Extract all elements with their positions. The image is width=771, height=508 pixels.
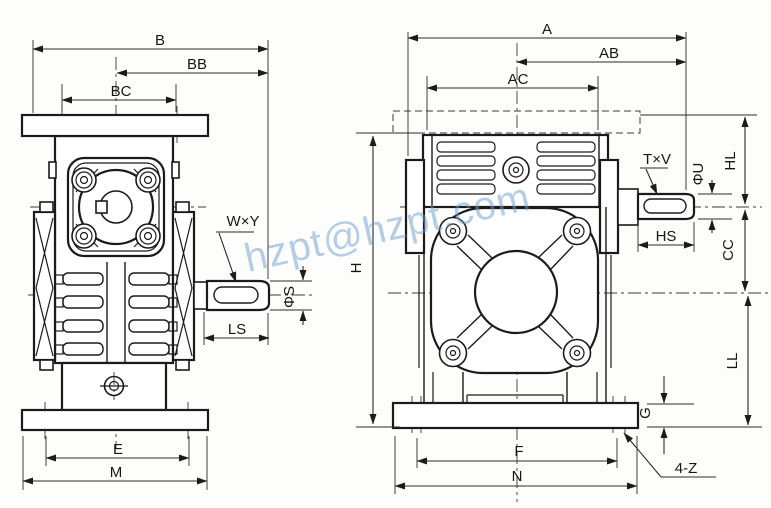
dim-label-txv: T×V: [643, 151, 671, 168]
dim-label-hl: HL: [722, 151, 739, 170]
output-shaft: [193, 279, 271, 312]
dim-label-f: F: [514, 443, 523, 460]
side-top-block: [421, 133, 610, 209]
side-base: [391, 401, 640, 430]
side-housing-face: [429, 206, 600, 375]
dim-label-4z: 4-Z: [675, 460, 698, 477]
side-lower-support: [462, 372, 568, 403]
dim-label-h: H: [348, 263, 365, 274]
dim-label-e: E: [113, 441, 123, 458]
side-edge-plates: [404, 158, 620, 403]
front-dimensions: B BB BC W×Y ΦS LS E M: [22, 32, 312, 490]
dim-label-hs: HS: [656, 228, 677, 245]
output-shaft-keyway: [213, 286, 259, 304]
front-plate-bolts: [71, 167, 161, 249]
dim-label-m: M: [110, 464, 123, 481]
front-view: B BB BC W×Y ΦS LS E M: [20, 32, 312, 490]
output-bore-keyway: [95, 200, 108, 214]
side-view: A AB AC T×V ΦU HL HS CC LL G H F N 4-Z: [348, 21, 770, 502]
front-cooling-fins: [54, 262, 178, 362]
dim-label-ab: AB: [599, 45, 619, 62]
dim-label-n: N: [512, 468, 523, 485]
oil-drain-plug: [100, 372, 128, 400]
housing-bolts: [438, 216, 592, 368]
housing-spokes: [456, 234, 574, 350]
dim-label-bc: BC: [111, 83, 132, 100]
dim-label-ac: AC: [508, 71, 529, 88]
dim-label-wxy: W×Y: [227, 213, 260, 230]
front-face-plate: [66, 156, 166, 258]
front-top-flange: [20, 113, 210, 138]
input-shaft: [617, 188, 696, 226]
side-dimensions: A AB AC T×V ΦU HL HS CC LL G H F N 4-Z: [348, 21, 762, 494]
dim-label-a: A: [542, 21, 552, 38]
dim-label-cc: CC: [720, 239, 737, 261]
dim-label-ll: LL: [724, 353, 741, 370]
dim-label-bb: BB: [187, 56, 207, 73]
input-shaft-keyway: [643, 198, 687, 214]
front-side-covers: [32, 201, 196, 371]
dim-label-phiu: ΦU: [690, 163, 707, 186]
phantom-flange-outline: [392, 110, 641, 134]
worm-wheel-boss: [473, 249, 559, 335]
dim-label-ls: LS: [228, 321, 246, 338]
front-bottom-flange: [20, 408, 210, 432]
dim-label-g: G: [637, 407, 654, 419]
dim-label-phis: ΦS: [281, 286, 298, 308]
dim-label-b: B: [155, 32, 165, 49]
